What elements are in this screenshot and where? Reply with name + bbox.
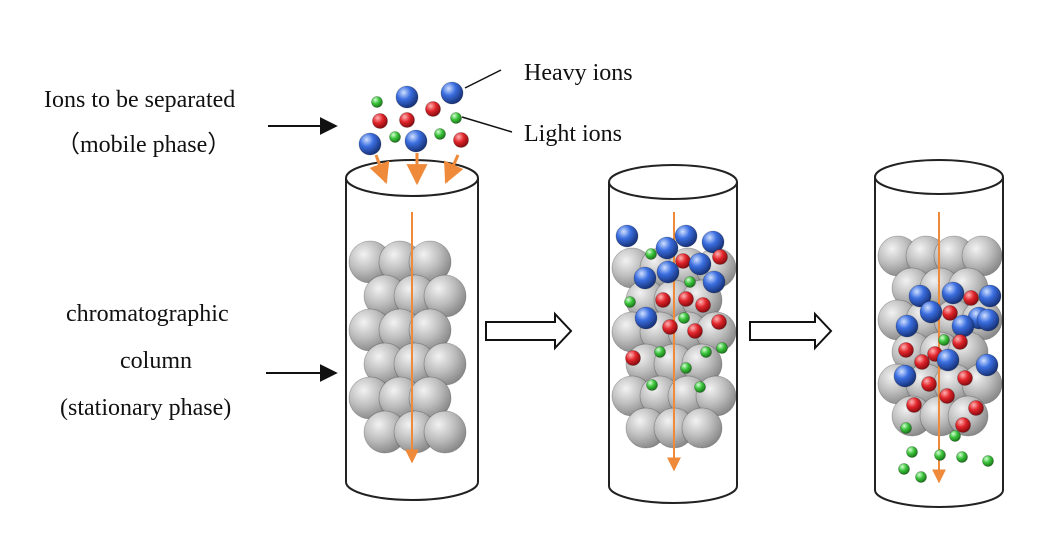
heavy-ion [936,348,960,372]
medium-ion [921,376,937,392]
medium-ion [952,334,968,350]
inflow-arrow-right-icon [444,154,464,184]
light-ion [624,296,636,308]
light-ion [450,112,462,124]
heavy-ion [976,308,1000,332]
stationary-phase-label: (stationary phase) [60,395,231,421]
medium-ion [914,354,930,370]
column-3-wall [874,177,1004,508]
heavy-ion [688,252,712,276]
light-ion [645,248,657,260]
heavy-ion [440,81,464,105]
medium-ion [963,290,979,306]
chromatographic-label: chromatographic [66,301,229,327]
heavy-ion [941,281,965,305]
light-ion [694,381,706,393]
heavy-ions-label: Heavy ions [524,60,633,86]
light-ion [716,342,728,354]
stationary-bead [681,407,723,449]
light-ion [949,430,961,442]
heavy-ion [358,132,382,156]
light-ions-leader-line [461,116,513,133]
medium-ion [662,319,678,335]
medium-ion [678,291,694,307]
light-ion [906,446,918,458]
light-ion [700,346,712,358]
light-ion [678,312,690,324]
medium-ion [453,132,469,148]
medium-ion [687,323,703,339]
heavy-ion [656,260,680,284]
light-ion [654,346,666,358]
inflow-arrow-left-icon [369,154,390,184]
column-3-ions [893,281,1002,483]
column-3-top-rim [874,159,1004,195]
column-1 [345,159,479,501]
heavy-ions-leader-line [464,69,502,89]
light-ion [434,128,446,140]
medium-ion [712,249,728,265]
heavy-ion [634,306,658,330]
medium-ion [372,113,388,129]
medium-ion [625,350,641,366]
light-ion [934,449,946,461]
medium-ion [711,314,727,330]
light-ion [956,451,968,463]
heavy-ion [395,85,419,109]
light-ion [900,422,912,434]
light-ion [898,463,910,475]
ions-to-be-separated-label: Ions to be separated [44,87,235,113]
heavy-ion [701,230,725,254]
medium-ion [695,297,711,313]
medium-ion [955,417,971,433]
heavy-ion [951,314,975,338]
column-1-wall [345,178,479,501]
heavy-ion [975,353,999,377]
stage-transition-arrow-1-icon [485,311,573,351]
stage-transition-arrow-2-icon [749,311,833,351]
light-ion [389,131,401,143]
heavy-ion [919,300,943,324]
heavy-ion [615,224,639,248]
medium-ion [942,305,958,321]
heavy-ion [633,266,657,290]
stationary-bead [423,410,467,454]
medium-ion [655,292,671,308]
column-2-top-rim [608,164,738,200]
medium-ion [425,101,441,117]
column-label: column [120,348,192,374]
mobile-phase-label: （mobile phase） [56,132,231,158]
heavy-ion [908,284,932,308]
heavy-ion [404,129,428,153]
medium-ion [968,400,984,416]
column-1-stationary-beads [348,240,467,454]
medium-ion [399,112,415,128]
column-2-ions [615,224,728,393]
light-ion [371,96,383,108]
medium-ion [898,342,914,358]
heavy-ion [893,364,917,388]
heavy-ion [895,314,919,338]
heavy-ion [702,270,726,294]
heavy-ion [655,236,679,260]
light-ion [684,276,696,288]
light-ions-label: Light ions [524,121,622,147]
light-ion [646,379,658,391]
column-3 [874,159,1004,508]
medium-ion [906,397,922,413]
light-ion [982,455,994,467]
mobile-phase-ions [358,81,469,186]
light-ion [938,334,950,346]
heavy-ion [674,224,698,248]
column-1-top-rim [345,159,479,197]
column-2 [608,164,738,504]
heavy-ion [978,284,1002,308]
light-ion [915,471,927,483]
medium-ion [939,388,955,404]
light-ion [680,362,692,374]
column-2-wall [608,182,738,504]
medium-ion [957,370,973,386]
